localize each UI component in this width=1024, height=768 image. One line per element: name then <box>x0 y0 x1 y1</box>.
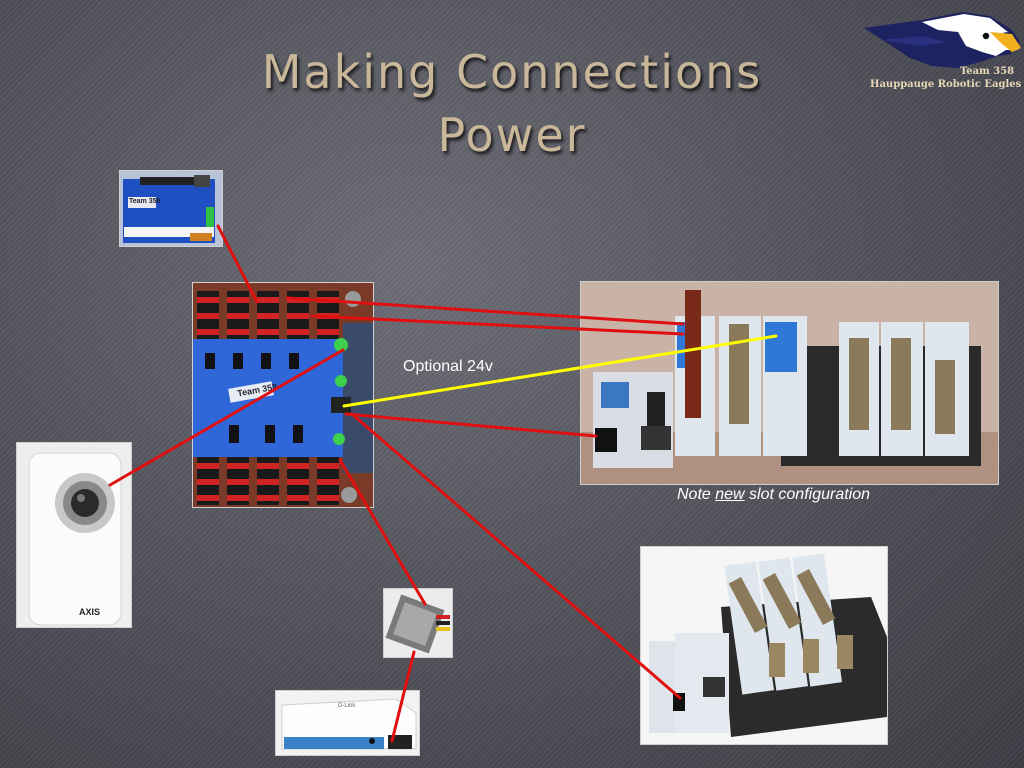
crio-controller-chassis-icon <box>641 547 887 744</box>
power-board-photo: Team 358 <box>192 282 374 508</box>
slide-title: Making Connections <box>261 45 763 99</box>
slide-subtitle: Power <box>437 108 587 162</box>
wireless-router-icon <box>276 691 419 755</box>
note-emphasis: new <box>715 486 745 503</box>
sidecar-team-label: Team 358 <box>129 198 161 205</box>
digital-sidecar-board-icon <box>120 171 222 246</box>
crio-top-photo <box>580 281 999 485</box>
ip-camera-icon <box>17 443 131 627</box>
logo-name-text: Hauppauge Robotic Eagles <box>870 79 1022 90</box>
dc-dc-converter-photo <box>383 588 453 658</box>
power-distribution-board-icon <box>193 283 373 507</box>
optional-24v-label: Optional 24v <box>403 358 493 375</box>
ip-camera-photo: AXIS <box>16 442 132 628</box>
logo-team-text: Team 358 <box>960 66 1015 77</box>
router-brand-label: D-Link <box>338 703 356 709</box>
dc-dc-converter-icon <box>384 589 452 657</box>
crio-controller-modules-icon <box>581 282 998 484</box>
wire-crio-controller <box>344 412 598 438</box>
note-suffix: slot configuration <box>744 486 871 503</box>
eagle-head-icon <box>864 12 1021 68</box>
camera-brand-label: AXIS <box>79 607 101 617</box>
note-prefix: Note <box>677 486 716 503</box>
crio-bottom-photo <box>640 546 888 745</box>
digital-sidecar-photo: Team 358 <box>119 170 223 247</box>
slot-configuration-note: Note new slot configuration <box>677 486 870 504</box>
wireless-router-photo: D-Link <box>275 690 420 756</box>
